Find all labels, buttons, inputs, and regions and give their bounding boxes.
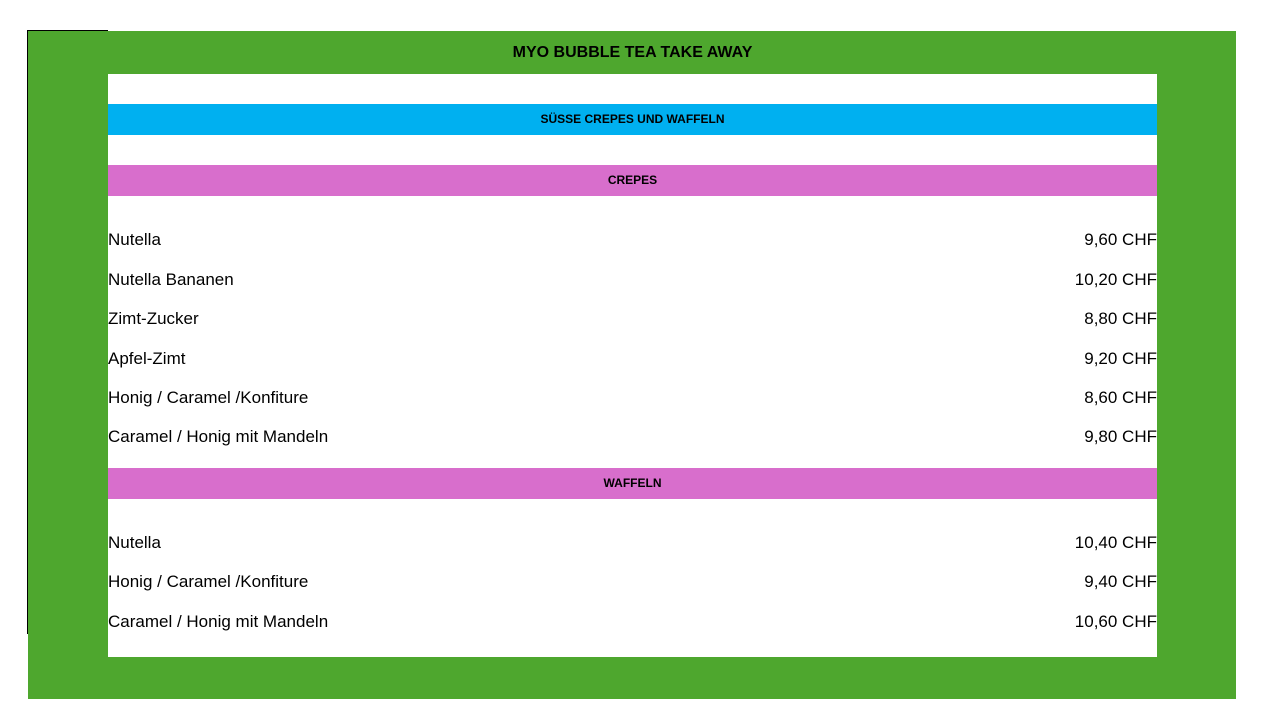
waffeln-header: WAFFELN <box>108 468 1157 499</box>
menu-item-row: Honig / Caramel /Konfiture 8,60 CHF <box>108 386 1157 410</box>
menu-item-row: Apfel-Zimt 9,20 CHF <box>108 347 1157 371</box>
item-price: 8,80 CHF <box>1084 309 1157 328</box>
item-price: 10,60 CHF <box>1074 612 1157 631</box>
menu-item-row: Honig / Caramel /Konfiture 9,40 CHF <box>108 570 1157 594</box>
item-price: 9,40 CHF <box>1084 572 1157 591</box>
menu-item-row: Nutella 10,40 CHF <box>108 531 1157 555</box>
menu-item-row: Nutella Bananen 10,20 CHF <box>108 268 1157 292</box>
item-price: 9,80 CHF <box>1084 427 1157 446</box>
section-header: SÜSSE CREPES UND WAFFELN <box>108 104 1157 135</box>
crepes-header: CREPES <box>108 165 1157 196</box>
item-price: 9,60 CHF <box>1084 230 1157 249</box>
item-name: Caramel / Honig mit Mandeln <box>108 427 329 446</box>
item-price: 8,60 CHF <box>1084 388 1157 407</box>
item-price: 9,20 CHF <box>1084 349 1157 368</box>
item-name: Honig / Caramel /Konfiture <box>108 388 309 407</box>
item-name: Apfel-Zimt <box>108 349 186 368</box>
item-price: 10,20 CHF <box>1074 270 1157 289</box>
menu-item-row: Caramel / Honig mit Mandeln 10,60 CHF <box>108 610 1157 634</box>
frame-left-border <box>27 31 28 634</box>
item-name: Nutella <box>108 230 161 249</box>
menu-title: MYO BUBBLE TEA TAKE AWAY <box>512 44 753 61</box>
menu-item-row: Zimt-Zucker 8,80 CHF <box>108 307 1157 331</box>
item-name: Caramel / Honig mit Mandeln <box>108 612 329 631</box>
frame-top-border <box>27 30 108 31</box>
item-name: Nutella Bananen <box>108 270 234 289</box>
item-name: Nutella <box>108 533 161 552</box>
menu-sheet: SÜSSE CREPES UND WAFFELN CREPES Nutella … <box>108 74 1157 657</box>
item-name: Zimt-Zucker <box>108 309 199 328</box>
menu-item-row: Nutella 9,60 CHF <box>108 228 1157 252</box>
item-name: Honig / Caramel /Konfiture <box>108 572 309 591</box>
menu-item-row: Caramel / Honig mit Mandeln 9,80 CHF <box>108 425 1157 449</box>
item-price: 10,40 CHF <box>1074 533 1157 552</box>
